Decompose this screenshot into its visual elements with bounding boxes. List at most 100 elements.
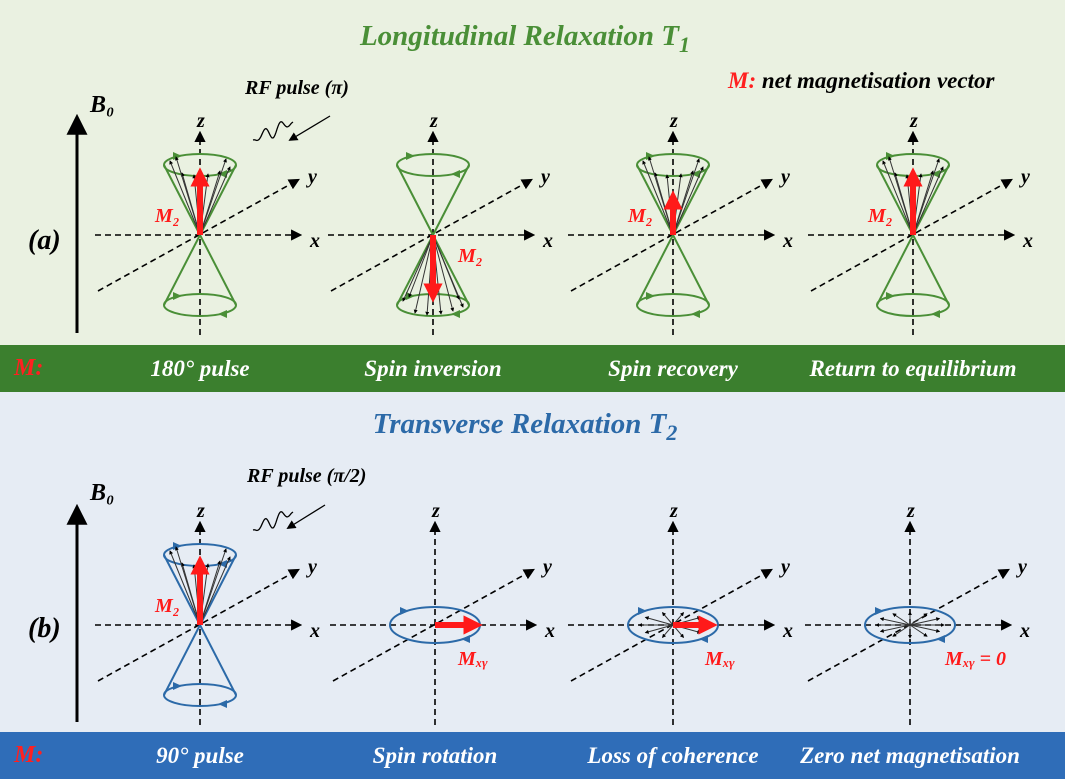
spin-vector: [672, 158, 700, 236]
caption-b-4: Zero net magnetisation: [800, 742, 1020, 768]
precession-arrow: [173, 292, 182, 300]
transverse-ring: [627, 606, 719, 644]
spin-vector: [661, 624, 674, 638]
lower-cone-edge: [912, 234, 950, 306]
band-a-symbol: M:: [14, 355, 44, 381]
spin-vector: [909, 624, 941, 633]
x-axis-label: x: [782, 230, 793, 252]
x-axis-label: x: [544, 620, 555, 642]
lower-cone-edge: [199, 624, 237, 696]
label-a: (a): [28, 225, 61, 256]
rf-pulse-arrow: [286, 504, 326, 529]
mz-label: M₂: [867, 205, 893, 227]
lower-cone-edge: [636, 234, 674, 306]
precession-arrow: [218, 170, 227, 178]
precession-arrow: [451, 310, 460, 318]
upper-cone-edge: [396, 164, 434, 236]
transverse-ring: [864, 606, 956, 644]
z-axis-label: z: [431, 500, 440, 522]
rf-pulse-label-b: RF pulse (π/2): [246, 465, 366, 487]
x-axis-label: x: [309, 230, 320, 252]
mz-label: M₂: [457, 245, 483, 267]
x-axis-label: x: [542, 230, 553, 252]
title-a: Longitudinal Relaxation T1: [359, 20, 691, 57]
precession-arrow: [218, 310, 227, 318]
caption-a-3: Spin recovery: [608, 355, 738, 381]
spin-vector: [892, 624, 911, 637]
lower-cone-edge: [672, 234, 710, 306]
y-axis: [332, 568, 535, 682]
lower-cone-edge: [163, 624, 201, 696]
precession-arrow: [931, 310, 940, 318]
precession-arrow: [699, 635, 708, 643]
precession-arrow: [875, 607, 884, 615]
lower-cone-edge: [199, 234, 237, 306]
spin-vector: [888, 156, 914, 236]
caption-a-4: Return to equilibrium: [809, 355, 1017, 381]
title-b: Transverse Relaxation T2: [372, 408, 678, 445]
y-axis-label: y: [1016, 556, 1027, 578]
y-axis: [97, 178, 300, 292]
z-axis-label: z: [669, 110, 678, 132]
mz-label: M₂: [154, 595, 180, 617]
spin-vector: [909, 617, 941, 626]
mxy-zero-label: Mₓᵧ = 0: [944, 648, 1006, 670]
mz-label: M₂: [154, 205, 180, 227]
precession-arrow: [400, 607, 409, 615]
spin-vector: [892, 613, 911, 626]
spin-vector: [909, 613, 928, 626]
precession-arrow: [886, 152, 895, 160]
caption-band-b: M: 90° pulse Spin rotation Loss of coher…: [0, 732, 1065, 779]
spin-vector: [199, 158, 227, 236]
x-axis-label: x: [1022, 230, 1033, 252]
mz-label: M₂: [627, 205, 653, 227]
y-axis: [97, 568, 300, 682]
lower-cone-edge: [876, 234, 914, 306]
precession-arrow: [218, 560, 227, 568]
b0-label-a: B₀: [89, 92, 114, 118]
y-axis-label: y: [779, 166, 790, 188]
precession-arrow: [173, 152, 182, 160]
spin-vector: [879, 617, 911, 626]
x-axis-label: x: [309, 620, 320, 642]
upper-cone-edge: [912, 164, 950, 236]
caption-a-1: 180° pulse: [150, 355, 250, 381]
spin-vector: [912, 166, 944, 236]
z-axis-label: z: [196, 500, 205, 522]
precession-arrow: [218, 700, 227, 708]
y-axis: [570, 178, 773, 292]
spin-vector: [661, 612, 674, 626]
spin-vector: [432, 234, 460, 300]
spin-vector: [909, 624, 928, 637]
rf-wave-b: [252, 510, 294, 532]
caption-b-1: 90° pulse: [156, 742, 244, 768]
upper-cone-edge: [432, 164, 470, 236]
x-axis-label: x: [1019, 620, 1030, 642]
legend: M: net magnetisation vector: [728, 68, 995, 93]
precession-arrow: [886, 292, 895, 300]
spin-vector: [648, 156, 674, 236]
spin-vector: [408, 234, 434, 298]
y-axis-label: y: [779, 556, 790, 578]
lower-cone-edge: [163, 234, 201, 306]
y-axis-label: y: [306, 166, 317, 188]
spin-vector: [402, 234, 434, 302]
upper-cone-edge: [199, 554, 237, 626]
spin-vector: [175, 546, 201, 626]
precession-arrow: [638, 607, 647, 615]
upper-cone-edge: [672, 164, 710, 236]
precession-arrow: [691, 310, 700, 318]
upper-cone-edge: [199, 164, 237, 236]
z-axis-label: z: [429, 110, 438, 132]
spin-vector: [169, 160, 201, 236]
y-axis-label: y: [541, 556, 552, 578]
z-axis-label: z: [196, 110, 205, 132]
spin-vector: [199, 556, 231, 626]
upper-cone-edge: [163, 554, 201, 626]
upper-cone-edge: [636, 164, 674, 236]
z-axis-label: z: [909, 110, 918, 132]
spin-vector: [644, 624, 674, 634]
spin-vector: [175, 156, 201, 236]
